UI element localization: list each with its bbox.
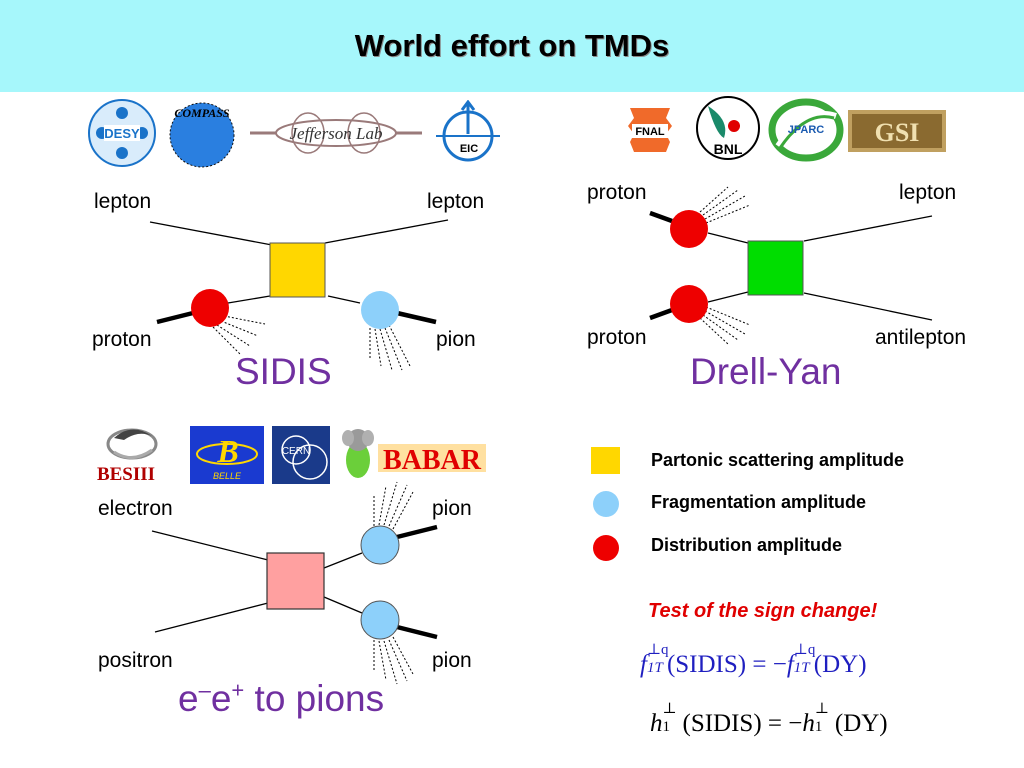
legend-blue-circle-icon	[593, 491, 619, 517]
sidis-partonic-square	[269, 242, 326, 298]
spray	[212, 326, 241, 355]
spray	[383, 481, 398, 526]
spray	[702, 189, 739, 216]
bnl-logo: BNL	[696, 96, 760, 160]
dy-antilepton-label: antilepton	[875, 326, 967, 349]
sidis-proton-thick	[156, 310, 194, 325]
sidis-pion-line	[327, 295, 361, 304]
svg-text:COMPASS: COMPASS	[174, 106, 229, 120]
dy-proton-top-label: proton	[587, 181, 647, 204]
ee-pion-top-line	[323, 552, 363, 569]
dy-partonic-square	[747, 240, 804, 296]
spray	[378, 640, 387, 681]
ee-pion-top-thick	[396, 524, 438, 540]
svg-text:BESIII: BESIII	[97, 464, 155, 484]
legend-partonic-label: Partonic scattering amplitude	[651, 450, 905, 470]
svg-text:JPARC: JPARC	[788, 124, 825, 136]
spray	[223, 315, 266, 325]
svg-text:BNL: BNL	[714, 141, 743, 157]
sidis-pion-thick	[396, 310, 437, 325]
spray	[702, 314, 739, 341]
spray	[220, 320, 259, 337]
page-title: World effort on TMDs	[354, 28, 670, 63]
sidis-pion-label: pion	[436, 328, 476, 351]
ee-pion-bottom-line	[323, 596, 363, 614]
svg-text:CERN: CERN	[282, 446, 310, 457]
sidis-lepton-out-label: lepton	[427, 190, 485, 213]
svg-text:B: B	[216, 433, 238, 469]
jefferson-lab-logo: Jefferson Lab	[250, 112, 422, 154]
dy-proton-top-line	[707, 232, 749, 244]
fnal-logo: FNAL	[628, 108, 672, 152]
ee-partonic-square	[266, 552, 325, 610]
svg-text:BABAR: BABAR	[383, 445, 482, 476]
dy-lepton-label: lepton	[899, 181, 957, 204]
dy-proton-bottom-line	[707, 291, 749, 303]
spray	[392, 491, 414, 530]
equation-boer-mulders: h⊥1(SIDIS) = −h⊥1(DY)	[650, 701, 888, 737]
sidis-lepton-in-line	[149, 221, 273, 246]
sidis-proton-line	[227, 295, 271, 304]
spray	[216, 324, 251, 347]
ee-pion-bottom-label: pion	[432, 649, 472, 672]
sidis-title: SIDIS	[235, 351, 332, 392]
dy-proton-top-thick	[649, 210, 673, 224]
title-bar: World effort on TMDs	[0, 0, 1024, 92]
ee-electron-label: electron	[98, 497, 173, 520]
spray	[378, 485, 387, 526]
gsi-logo: GSI	[848, 110, 946, 152]
svg-text:Jefferson Lab: Jefferson Lab	[289, 124, 382, 143]
dy-proton-bottom-label: proton	[587, 326, 647, 349]
dy-lepton-line	[803, 215, 933, 242]
spray	[388, 639, 408, 682]
sidis-distribution-circle	[191, 289, 229, 327]
sidis-lepton-out-line	[324, 219, 449, 244]
sign-change-note: Test of the sign change!	[648, 600, 878, 622]
svg-text:EIC: EIC	[460, 143, 478, 155]
svg-text:BELLE: BELLE	[213, 471, 242, 481]
ee-fragmentation-circle-top	[360, 525, 400, 565]
dy-antilepton-line	[803, 292, 933, 321]
legend-distribution-label: Distribution amplitude	[651, 535, 842, 555]
legend-red-circle-icon	[593, 535, 619, 561]
svg-text:FNAL: FNAL	[635, 126, 665, 138]
sidis-proton-label: proton	[92, 328, 152, 351]
spray	[388, 324, 411, 367]
svg-text:GSI: GSI	[875, 118, 920, 147]
ee-fragmentation-circle-bottom	[360, 600, 400, 640]
spray	[384, 327, 403, 371]
dy-distribution-circle-bottom	[670, 285, 708, 323]
compass-logo: COMPASS	[169, 102, 235, 168]
ee-pion-top-label: pion	[432, 497, 472, 520]
spray	[383, 640, 398, 685]
sidis-fragmentation-circle	[361, 291, 399, 329]
ee-electron-line	[151, 530, 269, 561]
belle-logo: B BELLE	[190, 426, 264, 484]
ee-positron-label: positron	[98, 649, 173, 672]
spray	[374, 328, 382, 367]
dy-distribution-circle-top	[670, 210, 708, 248]
desy-logo: DESY	[88, 99, 156, 167]
spray	[392, 636, 414, 675]
dy-proton-bottom-thick	[649, 307, 673, 321]
spray	[388, 484, 408, 527]
spray	[379, 328, 393, 371]
eic-logo: EIC	[436, 100, 500, 162]
jparc-logo: JPARC	[768, 98, 844, 162]
legend-fragmentation-label: Fragmentation amplitude	[651, 492, 867, 512]
babar-logo: BABAR	[342, 429, 486, 478]
svg-text:DESY: DESY	[104, 126, 140, 141]
ee-title: e–e+ to pions	[178, 677, 385, 719]
cern-logo: CERN	[272, 426, 330, 484]
besiii-logo: BESIII	[97, 428, 158, 484]
legend-square-icon	[591, 447, 620, 474]
dy-title: Drell-Yan	[690, 351, 842, 392]
ee-pion-bottom-thick	[396, 624, 438, 640]
ee-positron-line	[154, 602, 269, 633]
sidis-lepton-in-label: lepton	[94, 190, 152, 213]
